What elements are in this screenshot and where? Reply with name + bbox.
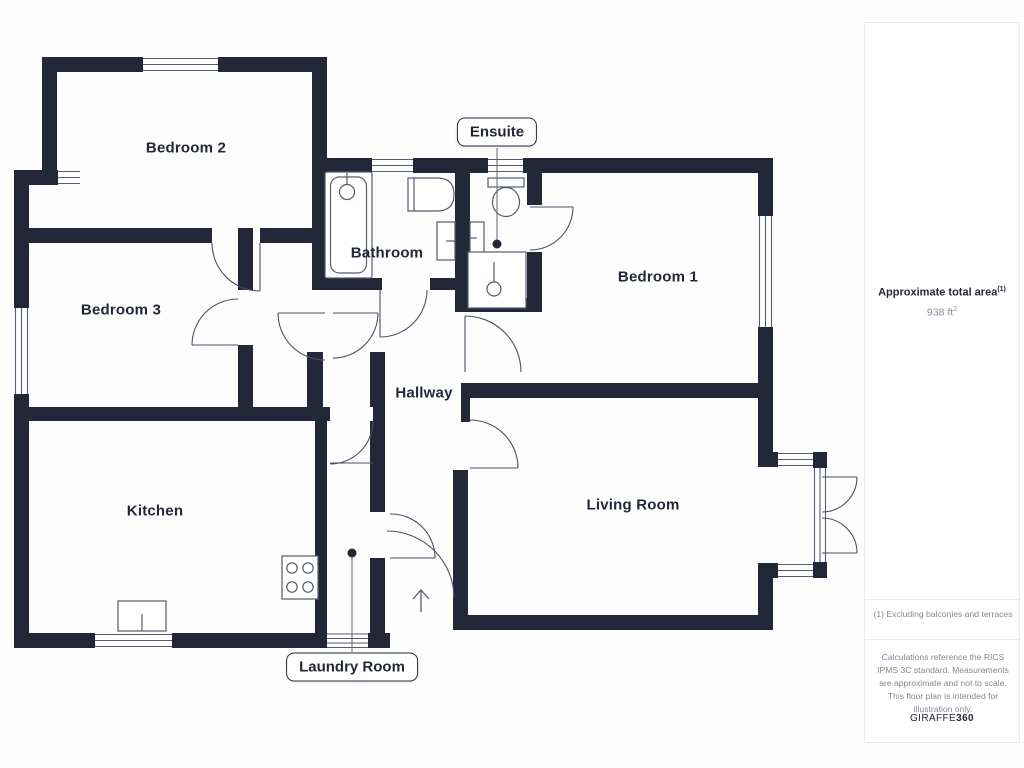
- total-area-block: Approximate total area(1) 938 ft2: [865, 286, 1019, 318]
- room-label-bedroom-2: Bedroom 2: [145, 139, 227, 157]
- room-label-bathroom: Bathroom: [350, 244, 424, 262]
- giraffe360-logo: GIRAFFE360: [909, 713, 975, 724]
- fixtures: [117, 171, 527, 632]
- room-label-hallway: Hallway: [395, 384, 453, 402]
- callout-leaders: [347, 148, 502, 652]
- toilet-icon: [487, 177, 525, 218]
- room-label-bedroom-3: Bedroom 3: [80, 301, 162, 319]
- kitchen-sink-icon: [117, 600, 167, 632]
- callout-laundry-room: Laundry Room: [286, 652, 418, 682]
- room-label-kitchen: Kitchen: [126, 502, 184, 520]
- callout-ensuite: Ensuite: [456, 117, 538, 147]
- doors: [191, 206, 858, 599]
- room-label-living-room: Living Room: [586, 496, 680, 514]
- area-title: Approximate total area(1): [878, 286, 1006, 299]
- shower-icon: [467, 251, 527, 309]
- shower-icon: [324, 171, 373, 279]
- info-panel: Approximate total area(1) 938 ft2 (1) Ex…: [864, 22, 1020, 743]
- area-value: 938 ft2: [926, 305, 958, 319]
- windows: [14, 57, 827, 649]
- area-footnote: (1) Excluding balconies and terraces: [873, 609, 1013, 619]
- disclaimer-text: Calculations reference the RICS IPMS 3C …: [877, 652, 1009, 714]
- panel-divider: [865, 639, 1019, 640]
- bathtub-icon: [407, 177, 455, 212]
- room-label-bedroom-1: Bedroom 1: [617, 268, 699, 286]
- stove-burners-icon: [281, 555, 319, 600]
- entrance-arrow-icon: [412, 589, 430, 612]
- panel-divider: [865, 599, 1019, 600]
- area-footnote-marker: (1): [997, 286, 1006, 293]
